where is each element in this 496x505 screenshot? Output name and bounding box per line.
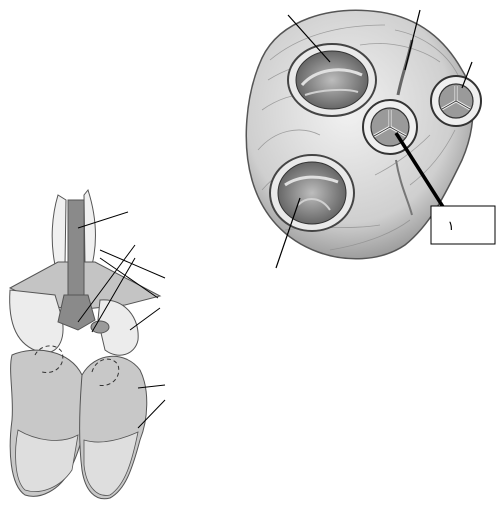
label-box-text: ١ xyxy=(448,219,455,234)
thin-lobe-right xyxy=(84,190,95,265)
upper-lobe-left xyxy=(10,290,63,353)
lobe-inner-right xyxy=(84,432,138,495)
tricuspid-valve xyxy=(270,155,354,231)
trachea xyxy=(68,200,84,298)
gland-illustration xyxy=(10,190,165,499)
mitral-valve xyxy=(288,44,376,116)
trachea-base xyxy=(58,295,95,330)
label-box: ١ xyxy=(431,206,495,244)
thin-lobe-left xyxy=(52,195,66,265)
aortic-valve xyxy=(363,100,417,154)
isthmus xyxy=(91,321,109,333)
pulmonary-valve xyxy=(431,76,481,126)
